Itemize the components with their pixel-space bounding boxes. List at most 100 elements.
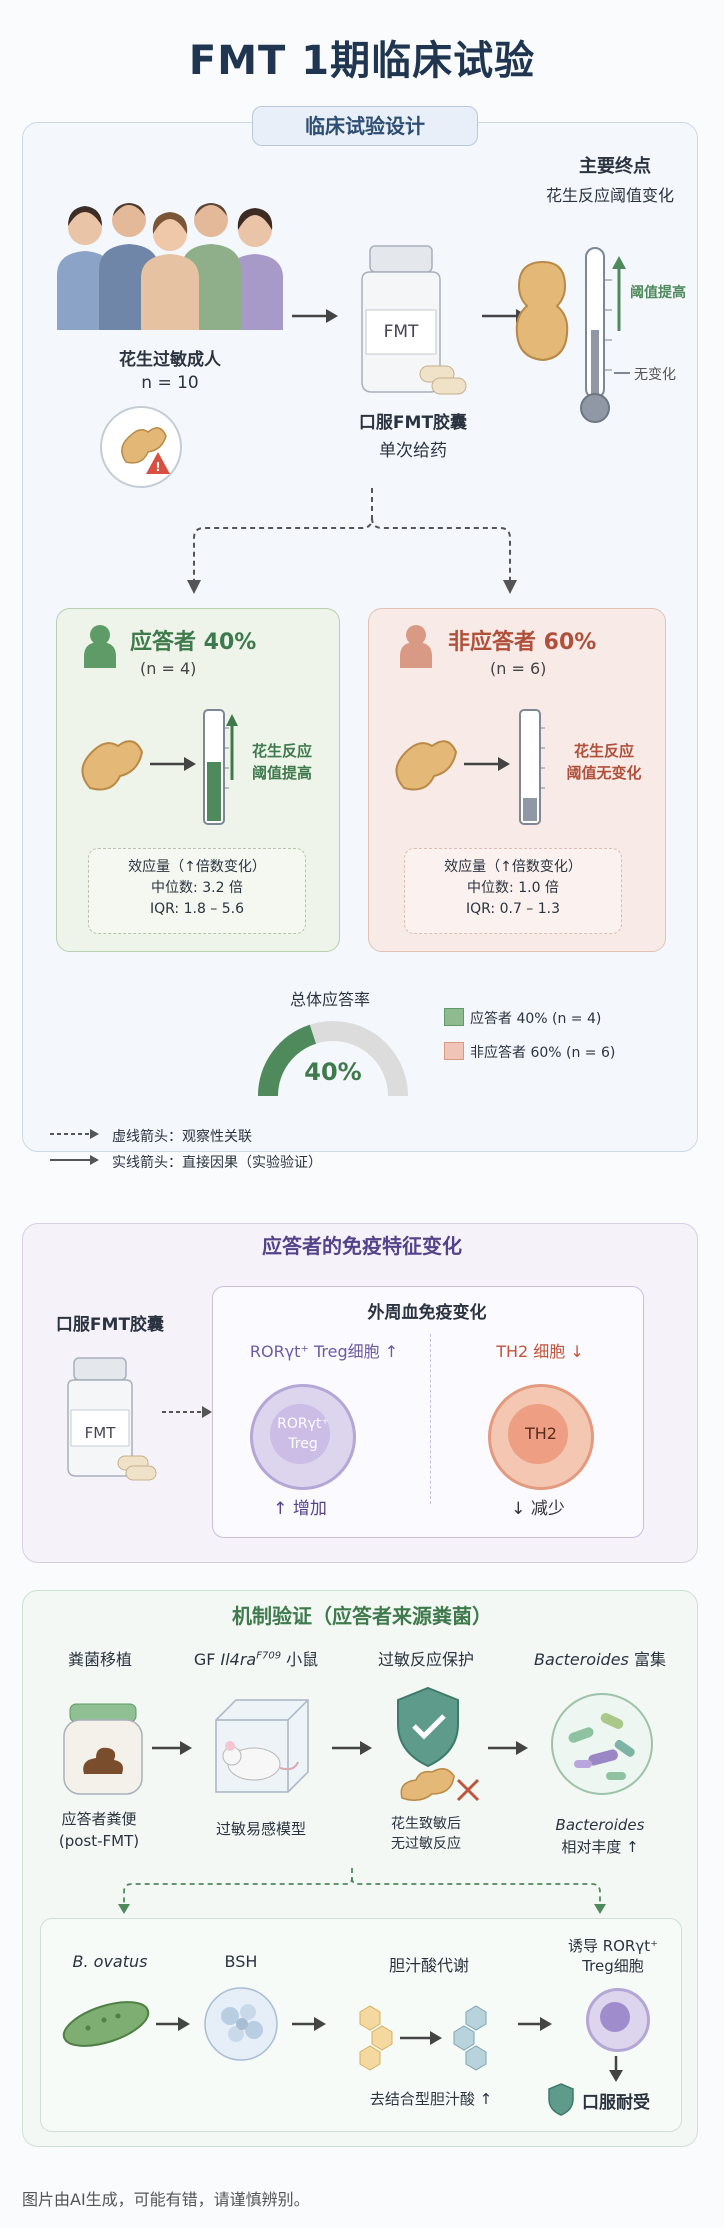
- responder-n: (n = 4): [140, 659, 197, 678]
- peanut-icon: [395, 740, 458, 791]
- responder-result-line2: 阈值提高: [251, 764, 312, 782]
- th2-circle-label: TH2: [525, 1424, 557, 1443]
- bacteroides-culture-icon: [551, 1693, 653, 1795]
- nonresponder-effect-title: 效应量（↑倍数变化）: [444, 859, 582, 875]
- step2-gene-sup: F709: [256, 1650, 282, 1662]
- arrow-icon: [292, 309, 338, 323]
- tolerance-shield-icon: [548, 2083, 574, 2116]
- step4-genus: Bacteroides: [534, 1650, 629, 1669]
- step2-sub: 过敏易感模型: [215, 1820, 306, 1838]
- endpoint-subtitle: 花生反应阈值变化: [545, 186, 674, 205]
- arrow-icon: [488, 1741, 528, 1755]
- arrow-legend-dashed: 虚线箭头：观察性关联: [112, 1129, 252, 1145]
- nonresponder-effect-box: 效应量（↑倍数变化） 中位数: 1.0 倍 IQR: 0.7 – 1.3: [404, 848, 622, 934]
- arrow-legend-solid: 实线箭头：直接因果（实验验证）: [112, 1155, 322, 1171]
- arrow-icon: [152, 1741, 192, 1755]
- nonresponder-result-line1: 花生反应: [573, 742, 634, 760]
- step2-title: GF Il4raF709 小鼠: [186, 1646, 326, 1670]
- step4-genus-label: Bacteroides: [555, 1816, 645, 1834]
- arrow-icon: [518, 2017, 552, 2031]
- nonresponder-iqr: IQR: 0.7 – 1.3: [465, 901, 561, 917]
- treg-cell-nucleus: [600, 2002, 630, 2032]
- svg-text:!: !: [155, 460, 160, 474]
- responder-median: 中位数: 3.2 倍: [151, 880, 243, 896]
- step1-title: 粪菌移植: [67, 1650, 132, 1669]
- dashed-split-arrows: [187, 488, 517, 594]
- threshold-up-arrow-icon: [226, 714, 238, 780]
- bsh-label: BSH: [224, 1952, 258, 1971]
- threshold-up-arrow-icon: [612, 256, 626, 331]
- responder-result: 花生反应 阈值提高: [242, 740, 322, 784]
- legend-nonresponder-label: 非应答者 60% (n = 6): [470, 1045, 616, 1061]
- legend-responder-swatch: [444, 1008, 464, 1026]
- treg-circle-label: RORγt⁺ Treg: [250, 1414, 356, 1454]
- step4-title-suffix: 富集: [628, 1650, 666, 1669]
- b-ovatus-name: B. ovatus: [72, 1952, 148, 1971]
- trial-design-tag: 临床试验设计: [252, 106, 478, 146]
- legend-nonresponder-swatch: [444, 1042, 464, 1060]
- peanut-blocked-icon: [400, 1768, 480, 1802]
- endpoint-title: 主要终点: [579, 156, 651, 177]
- stool-jar-icon: [63, 1703, 143, 1795]
- fmt-bottle-icon: [67, 1357, 157, 1481]
- step3-line1: 花生致敏后: [391, 1816, 461, 1832]
- nonresponder-person-icon: [400, 625, 432, 668]
- arrow-legend-icons: [50, 1129, 99, 1165]
- nonresponder-thermometer-icon: [519, 709, 545, 825]
- mechanism-title: 机制验证（应答者来源粪菌）: [232, 1604, 492, 1628]
- no-change-label: 无变化: [634, 367, 676, 383]
- step3-label: 花生致敏后 无过敏反应: [366, 1814, 486, 1854]
- nonresponder-result-line2: 阈值无变化: [566, 764, 642, 782]
- nonresponder-n: (n = 6): [490, 659, 547, 678]
- dashed-arrow-icon: [162, 1406, 212, 1418]
- fmt-bottle-icon: [361, 245, 467, 395]
- nonresponder-result: 花生反应 阈值无变化: [556, 740, 652, 784]
- immune-divider: [430, 1334, 431, 1504]
- adults-count: n = 10: [141, 373, 199, 393]
- dose-label: 单次给药: [379, 441, 447, 461]
- legend-responder-label: 应答者 40% (n = 4): [470, 1011, 602, 1027]
- treg-cell-icon: [586, 1988, 650, 2052]
- treg-circle-line1: RORγt⁺: [277, 1416, 329, 1432]
- adults-group-icon: [57, 203, 283, 330]
- immune-title: 应答者的免疫特征变化: [262, 1234, 462, 1258]
- responder-effect-box: 效应量（↑倍数变化） 中位数: 3.2 倍 IQR: 1.8 – 5.6: [88, 848, 306, 934]
- peanut-icon: [515, 260, 569, 362]
- peanut-allergy-icon: !: [100, 406, 182, 488]
- bile-acid-molecules-icon: [359, 2005, 487, 2071]
- capsule-label: 口服FMT胶囊: [358, 413, 468, 433]
- immune-bottle-label: FMT: [84, 1424, 116, 1442]
- step4-line2: 相对丰度 ↑: [561, 1838, 639, 1856]
- page-title: FMT 1期临床试验: [188, 38, 536, 84]
- th2-change: ↓ 减少: [511, 1499, 565, 1519]
- b-ovatus-label: B. ovatus: [50, 1952, 170, 1971]
- overall-title: 总体应答率: [289, 990, 370, 1009]
- overall-gauge: [258, 1021, 408, 1097]
- dashed-split-arrows: [118, 1868, 606, 1914]
- adults-label: 花生过敏成人: [119, 350, 221, 370]
- responder-thermometer-icon: [203, 709, 229, 825]
- thermometer-icon: [580, 247, 612, 423]
- treg-induction-line2: Treg细胞: [582, 1957, 644, 1975]
- step4-title: Bacteroides 富集: [530, 1646, 670, 1670]
- arrow-icon: [332, 1741, 372, 1755]
- step1-line1: 应答者粪便: [61, 1810, 137, 1828]
- footer-note: 图片由AI生成，可能有错，请谨慎辨别。: [22, 2190, 310, 2209]
- responder-iqr: IQR: 1.8 – 5.6: [149, 901, 245, 917]
- peanut-icon: [81, 740, 144, 791]
- down-arrow-icon: [609, 2056, 623, 2082]
- responder-result-line1: 花生反应: [251, 742, 312, 760]
- bile-title: 胆汁酸代谢: [388, 1956, 469, 1975]
- treg-change: ↑ 增加: [273, 1499, 327, 1519]
- arrow-icon: [292, 2017, 326, 2031]
- overall-value: 40%: [304, 1058, 362, 1086]
- treg-circle-line2: Treg: [288, 1436, 318, 1452]
- step2-gene: Il4ra: [220, 1650, 257, 1669]
- treg-induction-line1: 诱导 RORγt⁺: [567, 1937, 659, 1955]
- step1-label: 应答者粪便 (post-FMT): [34, 1808, 164, 1852]
- arrow-icon: [464, 757, 510, 771]
- step3-title: 过敏反应保护: [377, 1650, 474, 1669]
- shield-check-icon: [397, 1686, 459, 1768]
- b-ovatus-bacterium-icon: [62, 2001, 150, 2047]
- treg-cell-icon: [250, 1384, 356, 1490]
